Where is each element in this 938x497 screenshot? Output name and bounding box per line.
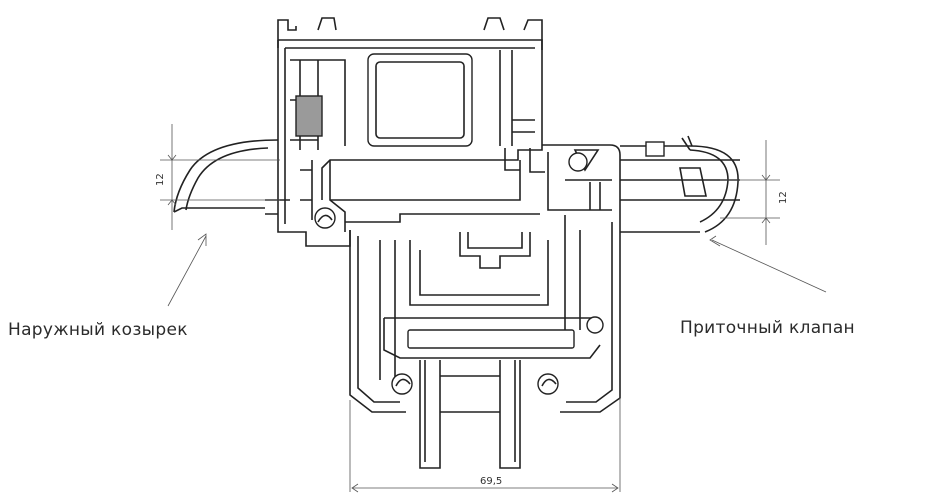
supply-valve-label: Приточный клапан (680, 318, 855, 338)
lower-sash (349, 215, 621, 469)
outer-visor (173, 139, 290, 215)
left-gap-dimension: 12 (155, 173, 166, 186)
dimension-left: 12 (155, 124, 280, 230)
sash-profile (277, 17, 543, 247)
outer-visor-label: Наружный козырек (8, 320, 188, 340)
dimension-bottom: 69,5 (349, 398, 621, 493)
width-dimension: 69,5 (480, 476, 502, 487)
leader-right (709, 235, 827, 293)
right-gap-dimension: 12 (778, 191, 789, 204)
dimension-right: 12 (720, 140, 789, 245)
leader-left (167, 233, 207, 307)
mid-connection (329, 148, 545, 269)
right-frame (542, 144, 740, 215)
